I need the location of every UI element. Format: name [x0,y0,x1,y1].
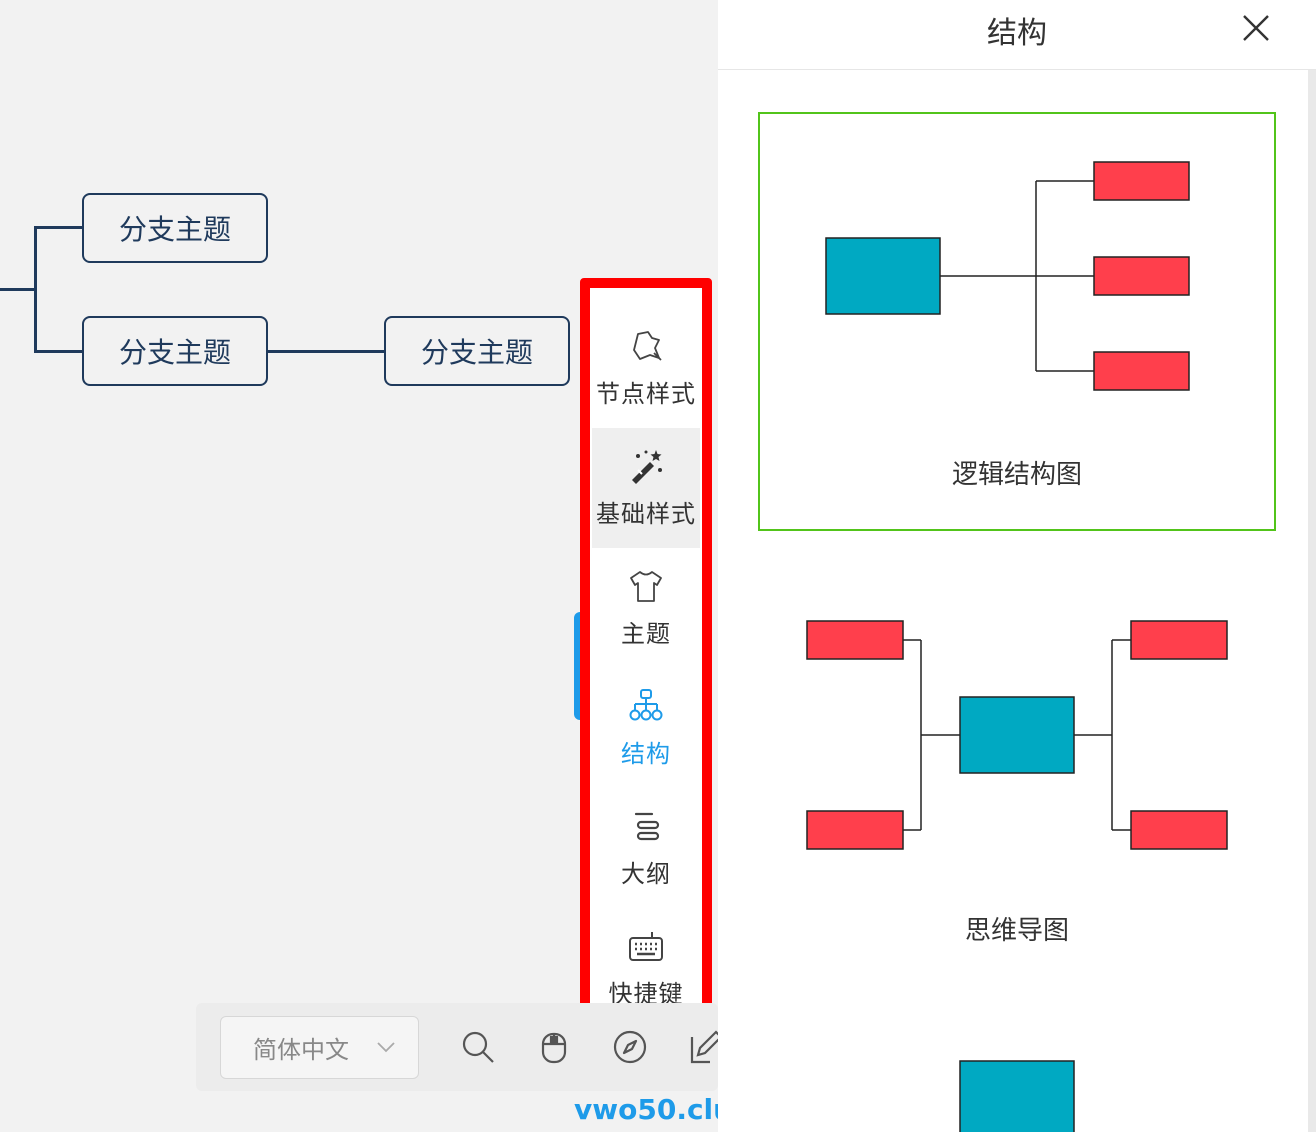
branch-topic-node[interactable]: 分支主题 [82,193,268,263]
toolbar-item-outline[interactable]: 大纲 [592,788,700,908]
connector-line [266,350,386,353]
connector-line [34,226,84,229]
structure-preview-partial [959,1060,1075,1132]
search-icon[interactable] [460,1029,496,1065]
side-toolbar: 节点样式 基础样式 主题 [580,278,712,1030]
logical-structure-preview [825,161,1190,391]
structure-panel: 结构 逻辑结构图 思维导图 [718,0,1316,1132]
toolbar-item-label: 大纲 [621,859,671,888]
structure-option-caption: 逻辑结构图 [951,460,1082,490]
toolbar-item-label: 主题 [621,619,671,648]
toolbar-item-node-style[interactable]: 节点样式 [592,308,700,428]
structure-option-mindmap[interactable]: 思维导图 [758,580,1276,980]
connector-line [34,226,37,353]
keyboard-icon [629,931,663,961]
panel-title: 结构 [987,16,1047,51]
mouse-icon[interactable] [536,1029,572,1065]
chevron-down-icon [377,1042,395,1053]
toolbar-item-structure[interactable]: 结构 [592,668,700,788]
mindmap-structure-preview [806,620,1228,850]
toolbar-item-label: 节点样式 [596,379,696,408]
outline-icon [634,812,660,840]
toolbar-item-label: 快捷键 [608,979,684,1008]
structure-option-logical[interactable]: 逻辑结构图 [758,112,1276,531]
node-style-icon [633,330,662,361]
structure-option-partial[interactable] [758,1060,1276,1132]
bottom-toolbar: 简体中文 [196,1003,723,1091]
branch-topic-node[interactable]: 分支主题 [82,316,268,386]
language-select-value: 简体中文 [253,1036,349,1064]
compass-icon[interactable] [612,1029,648,1065]
magic-wand-icon [632,449,662,484]
panel-header: 结构 [718,0,1316,70]
connector-line [34,350,84,353]
structure-option-caption: 思维导图 [964,916,1069,946]
toolbar-item-theme[interactable]: 主题 [592,548,700,668]
language-select[interactable]: 简体中文 [220,1016,419,1079]
close-icon[interactable] [1240,12,1272,44]
structure-icon [629,688,663,720]
panel-toggle-tab[interactable] [574,612,584,720]
toolbar-item-label: 结构 [621,739,671,768]
shirt-icon [630,570,662,602]
toolbar-item-base-style[interactable]: 基础样式 [592,428,700,548]
panel-scrollbar[interactable] [1308,70,1316,1132]
connector-line [0,288,36,291]
toolbar-item-label: 基础样式 [596,499,696,528]
branch-topic-node[interactable]: 分支主题 [384,316,570,386]
